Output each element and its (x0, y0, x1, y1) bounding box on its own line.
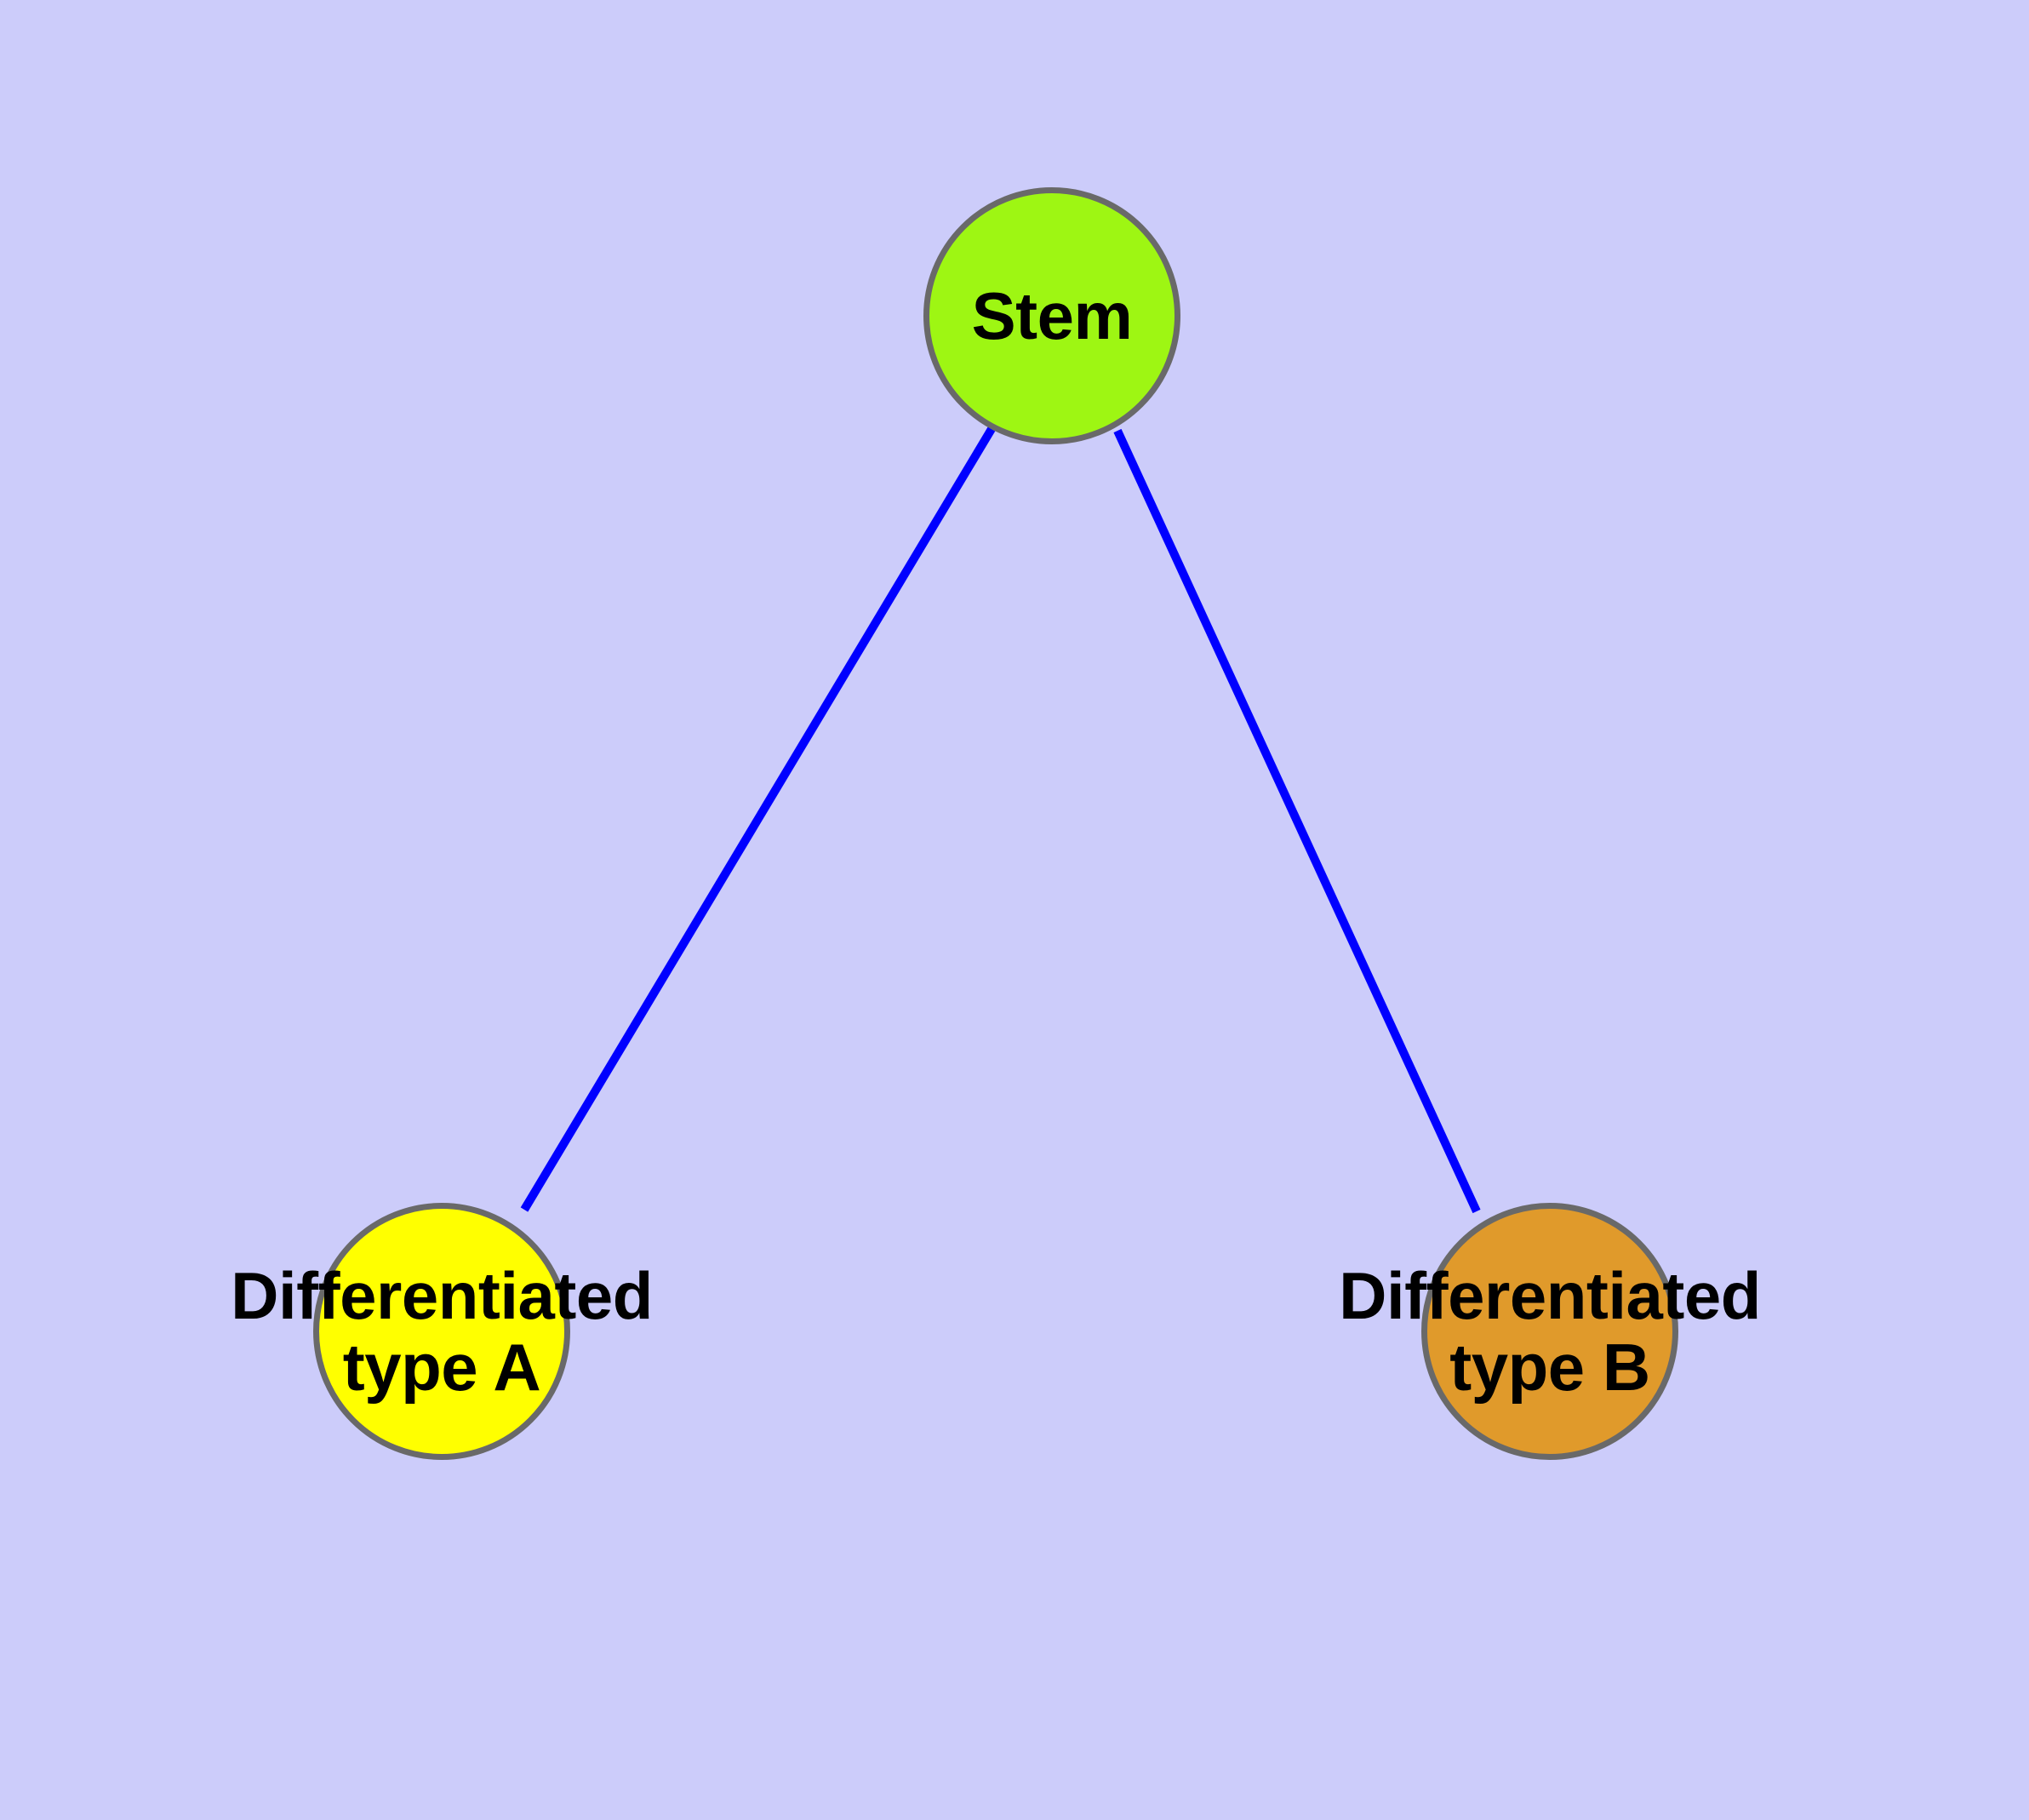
node-differentiated-type-b[interactable]: Differentiated type B (1339, 1203, 1761, 1460)
node-stem-label: Stem (971, 278, 1133, 353)
edge-stem-to-differentiated-type-b (1113, 428, 1481, 1214)
node-stem[interactable]: Stem (923, 187, 1180, 444)
edge-stem-to-differentiated-type-a (520, 426, 996, 1212)
node-differentiated-type-a[interactable]: Differentiated type A (231, 1203, 653, 1460)
